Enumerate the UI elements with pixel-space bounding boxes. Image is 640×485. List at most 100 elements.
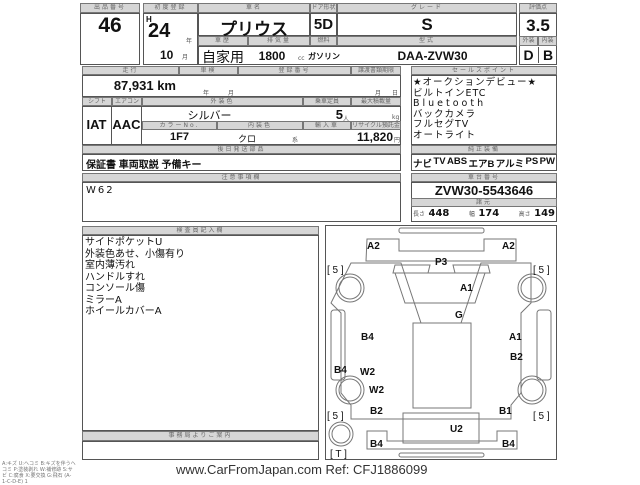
interior-color: クロ [237, 134, 256, 144]
damage-mark: B1 [499, 406, 512, 417]
door-box [310, 13, 337, 36]
displacement: 1800 [258, 49, 286, 63]
color-label: 外装色 [142, 97, 303, 106]
damage-mark: B4 [334, 365, 347, 376]
inspector-list: サイドポケットU 外装色あせ、小傷有り 室内薄汚れ ハンドルすれ コンソール傷 … [85, 237, 185, 318]
sales-point: ★オークションデビュー★ [413, 77, 538, 88]
equipment-item: ナビ [413, 159, 433, 170]
equipment-item: エアB [468, 159, 495, 170]
grade-label: グレード [337, 3, 517, 13]
later-parts: 保証書 車両取説 予備キー [86, 160, 202, 171]
car-name-box [198, 13, 310, 36]
sales-point: ビルトインETC [413, 87, 487, 99]
damage-mark: B2 [370, 406, 383, 417]
office-label: 事務局よりご案内 [82, 431, 319, 441]
door-label: ドア形状 [310, 3, 337, 13]
door: 5D [313, 16, 334, 33]
tire-tread-label: [ 5 ] [327, 411, 344, 422]
chassis-label: 車台番号 [411, 173, 557, 182]
interior-label: 内装色 [217, 121, 303, 130]
dims-label: 諸元 [411, 198, 557, 207]
capacity: 5 [335, 107, 343, 122]
score-label: 評価点 [519, 3, 557, 13]
fuel-label: 燃料 [310, 36, 337, 46]
equipment-item: ABS [446, 156, 468, 167]
tire-tread-label: [ 5 ] [327, 265, 344, 276]
inspector-item: 室内薄汚れ [85, 260, 135, 271]
width-label: 幅 [468, 211, 475, 218]
recycle-unit: 円 [394, 137, 401, 144]
sales-point: オートライト [413, 129, 477, 141]
first-reg-label: 初度登録 [143, 3, 198, 13]
ext-score: D [523, 47, 534, 63]
car-name-label: 車名 [198, 3, 310, 13]
usage-label: 車歴 [198, 36, 248, 46]
mileage-label: 走行 [82, 66, 179, 75]
sales-points-label: セールスポイント [411, 66, 557, 75]
damage-mark: B4 [370, 439, 383, 450]
capacity-unit: 人 [343, 116, 350, 123]
inspector-item: ミラーA [85, 294, 122, 306]
exterior-color: シルバー [187, 110, 232, 122]
equipment-label: 純正装備 [411, 145, 557, 154]
width: 174 [478, 208, 500, 219]
notes: W62 [86, 185, 115, 196]
recycle-label: リサイクル預託金 [351, 121, 401, 130]
transfer-label: 譲渡書類期限 [351, 66, 401, 75]
damage-mark: A1 [460, 283, 473, 294]
int-score: B [538, 47, 557, 63]
color-no: 1F7 [170, 131, 189, 143]
shift-label: シフト [82, 97, 112, 106]
later-parts-box [82, 154, 401, 171]
model-label: 型式 [337, 36, 517, 46]
height: 149 [534, 208, 555, 219]
color-no-label: カラーNo. [142, 121, 217, 130]
inspector-item: ホイールカバーA [85, 306, 162, 317]
inspector-item: 外装色あせ、小傷有り [85, 248, 185, 260]
damage-mark: A1 [509, 332, 522, 343]
cc-unit: cc [298, 55, 305, 62]
model: DAA-ZVW30 [397, 49, 468, 63]
inspector-item: ハンドルすれ [85, 271, 145, 283]
equipment-item: PW [539, 156, 555, 167]
length-label: 長さ [413, 211, 426, 218]
reg-month: 10 [160, 48, 174, 62]
tire-tread-label: [ 5 ] [533, 411, 550, 422]
month-unit: 月 [182, 54, 189, 61]
ac-label: エアコン [112, 97, 142, 106]
height-label: 高さ [518, 211, 531, 218]
tire-tread-label: [ 5 ] [533, 265, 550, 276]
shift: IAT [82, 106, 112, 145]
damage-mark: P3 [435, 257, 448, 268]
insp-year: 年 [203, 90, 210, 97]
equipment-item: PS [525, 156, 539, 167]
first-reg-box [143, 13, 198, 65]
damage-mark: G [455, 310, 463, 321]
ext-label: 外装 [519, 36, 538, 46]
load-unit: kg [392, 114, 400, 121]
inspector-item: サイドポケットU [85, 237, 163, 248]
sales-point: フルセグTV [413, 119, 470, 130]
damage-diagram-box [325, 225, 557, 460]
usage: 自家用 [202, 49, 244, 65]
damage-mark: U2 [450, 424, 463, 435]
notes-box [82, 182, 401, 222]
later-parts-label: 後日発送部品 [82, 145, 401, 154]
load-label: 最大積載量 [351, 97, 401, 106]
damage-mark: B4 [361, 332, 374, 343]
damage-legend: A:キズ U:ヘコミ B:キズを伴うヘコミ P:塗装剥れ W:補修跡 S:サビ … [2, 461, 76, 485]
score: 3.5 [526, 16, 550, 35]
sales-point: Bluetooth [413, 98, 487, 109]
damage-mark: A2 [367, 241, 380, 252]
displacement-label: 排気量 [248, 36, 310, 46]
mileage: 87,931 km [113, 78, 176, 93]
grade-box [337, 13, 517, 36]
equipment-item: アルミ [495, 159, 525, 170]
insp-month: 月 [228, 90, 235, 97]
tire-tread-label: [ T ] [330, 449, 347, 460]
lot-number: 46 [98, 14, 122, 37]
sales-points-list: ★オークションデビュー★ ビルトインETC Bluetooth バックカメラ フ… [413, 77, 538, 141]
damage-mark: A2 [502, 241, 515, 252]
